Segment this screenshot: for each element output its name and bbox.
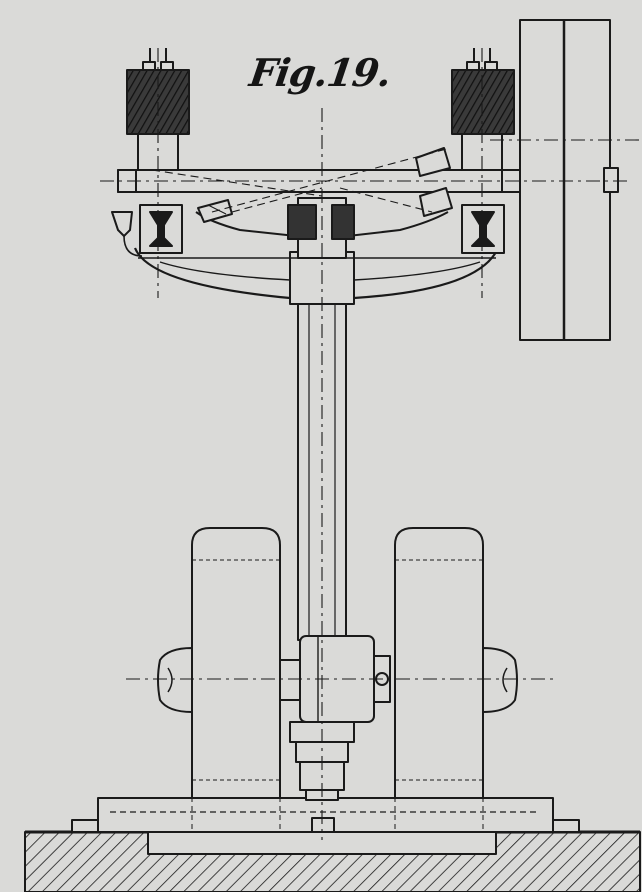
right-handwheel	[482, 647, 518, 713]
left-connector	[111, 211, 143, 257]
center-lines	[100, 48, 640, 840]
right-coil	[451, 48, 515, 171]
lower-left-disc	[191, 527, 281, 830]
figure-label: Fig.19.	[246, 50, 394, 95]
central-bowl	[195, 204, 449, 240]
rope-lines	[151, 147, 451, 213]
left-i-beam	[139, 204, 183, 254]
right-i-beam	[461, 204, 505, 254]
base-plate	[71, 797, 580, 855]
lower-right-disc	[394, 527, 484, 830]
left-handwheel	[157, 647, 193, 713]
pulley-wheel	[519, 19, 619, 341]
